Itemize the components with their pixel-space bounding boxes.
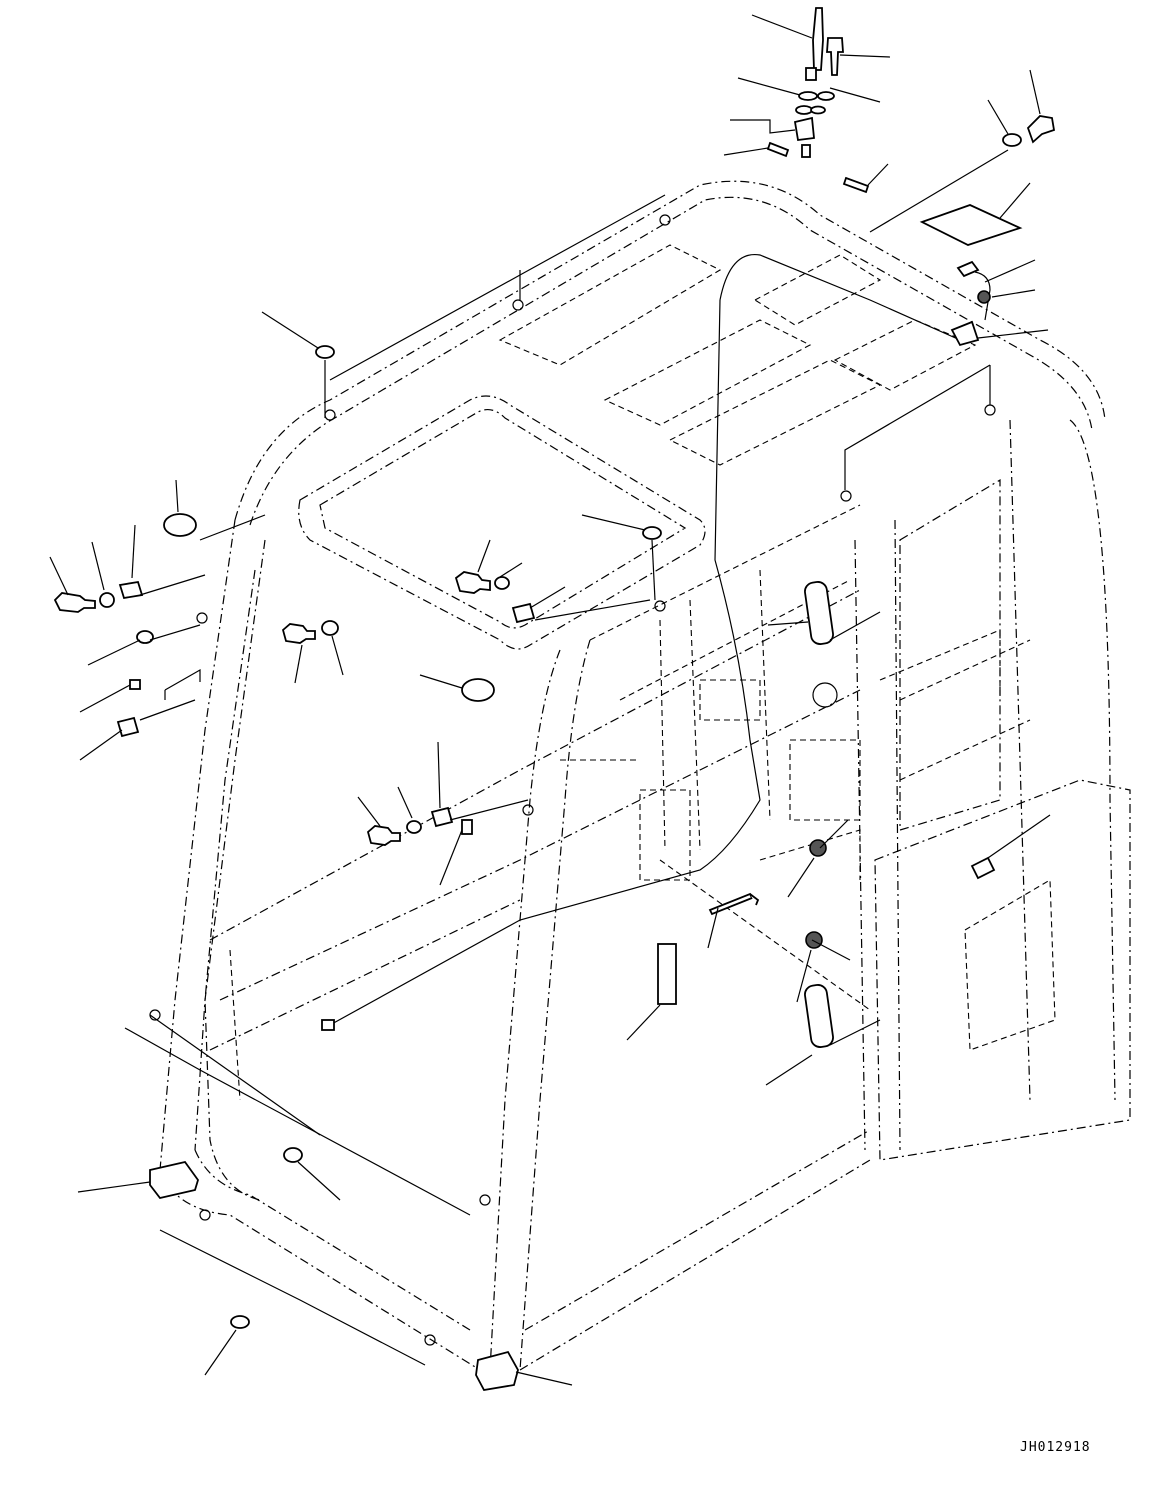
cap <box>315 345 335 359</box>
mount-holes <box>149 214 996 1346</box>
seal-ring <box>163 513 197 537</box>
bolt-right <box>1026 115 1056 144</box>
washer <box>798 91 818 101</box>
strip <box>657 943 677 1005</box>
label-plate <box>919 204 1023 246</box>
bracket <box>793 116 815 142</box>
cab-frame-outline <box>159 180 1131 1371</box>
washer-right <box>1002 133 1022 147</box>
wire-harness <box>329 253 1051 1026</box>
bolt-left <box>53 592 96 613</box>
clip <box>956 260 980 278</box>
hinge-plate <box>804 581 834 645</box>
drawing-reference-code: JH012918 <box>1020 1440 1091 1455</box>
leader-lines <box>49 14 1049 1386</box>
bolt-centre <box>454 571 491 594</box>
parts <box>53 7 1056 1391</box>
bolt-top <box>826 37 844 76</box>
grommet <box>977 290 991 304</box>
foot-bracket <box>149 1160 199 1200</box>
pin <box>708 892 754 916</box>
screw <box>766 141 790 158</box>
antenna-rod <box>812 7 824 71</box>
